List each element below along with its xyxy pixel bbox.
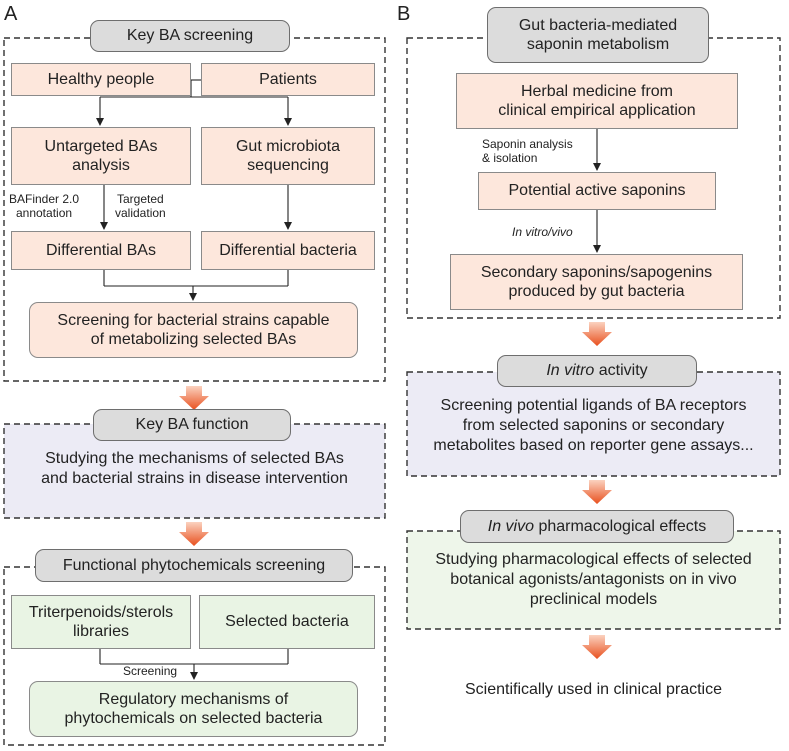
screening-label: Screening: [123, 664, 178, 678]
pharm-effects-description: Studying pharmacological effects of sele…: [435, 551, 752, 608]
in-vitro-activity-panel: [406, 371, 781, 477]
in-vitro-activity-header: In vitro activity: [497, 355, 697, 387]
bafinder-annotation-label: BAFinder 2.0 annotation: [9, 192, 80, 220]
gut-microbiota-box: Gut microbiota sequencing: [201, 127, 375, 185]
differential-bas-box: Differential BAs: [11, 231, 191, 270]
in-vitro-italic: In vitro: [546, 362, 595, 380]
key-ba-screening-header: Key BA screening: [90, 20, 290, 52]
selected-bacteria-box: Selected bacteria: [199, 595, 375, 649]
orange-arrow-b2: [582, 480, 612, 504]
secondary-saponins-box: Secondary saponins/sapogenins produced b…: [450, 254, 743, 310]
orange-arrow-b1: [582, 322, 612, 346]
untargeted-bas-box: Untargeted BAs analysis: [11, 127, 191, 185]
triterpenoids-box: Triterpenoids/sterols libraries: [11, 595, 191, 649]
key-ba-function-header: Key BA function: [93, 409, 291, 441]
gut-saponin-header: Gut bacteria-mediated saponin metabolism: [487, 7, 709, 63]
clinical-practice-text: Scientifically used in clinical practice: [465, 681, 722, 698]
regulatory-mechanisms-box: Regulatory mechanisms of phytochemicals …: [29, 681, 358, 737]
potential-saponins-box: Potential active saponins: [478, 172, 716, 210]
orange-arrow-b3: [582, 635, 612, 659]
differential-bacteria-box: Differential bacteria: [201, 231, 375, 270]
in-vivo-italic: In vivo: [487, 517, 534, 535]
in-vivo-effects-panel: [406, 530, 781, 630]
functional-phyto-header: Functional phytochemicals screening: [35, 549, 353, 582]
activity-text: activity: [594, 362, 648, 380]
patients-box: Patients: [201, 63, 375, 96]
saponin-analysis-label: Saponin analysis & isolation: [482, 137, 573, 165]
orange-arrow-a2: [179, 522, 209, 546]
in-vitro-vivo-label: In vitro/vivo: [512, 225, 573, 239]
ligands-screening-text: Screening potential ligands of BA recept…: [433, 397, 754, 454]
healthy-people-box: Healthy people: [11, 63, 191, 96]
panel-letter-b: B: [397, 3, 411, 25]
herbal-medicine-box: Herbal medicine from clinical empirical …: [456, 73, 738, 129]
panel-letter-a: A: [4, 3, 18, 25]
targeted-validation-label: Targeted validation: [115, 192, 166, 220]
orange-arrows: [179, 322, 612, 659]
orange-arrow-a1: [179, 386, 209, 410]
screening-strains-box: Screening for bacterial strains capable …: [29, 302, 358, 358]
key-ba-function-text: Studying the mechanisms of selected BAs …: [41, 450, 348, 487]
in-vivo-effects-header: In vivo pharmacological effects: [460, 510, 734, 543]
saponin-metabolism-panel: [406, 37, 781, 319]
pharm-effects-text: pharmacological effects: [534, 517, 707, 535]
